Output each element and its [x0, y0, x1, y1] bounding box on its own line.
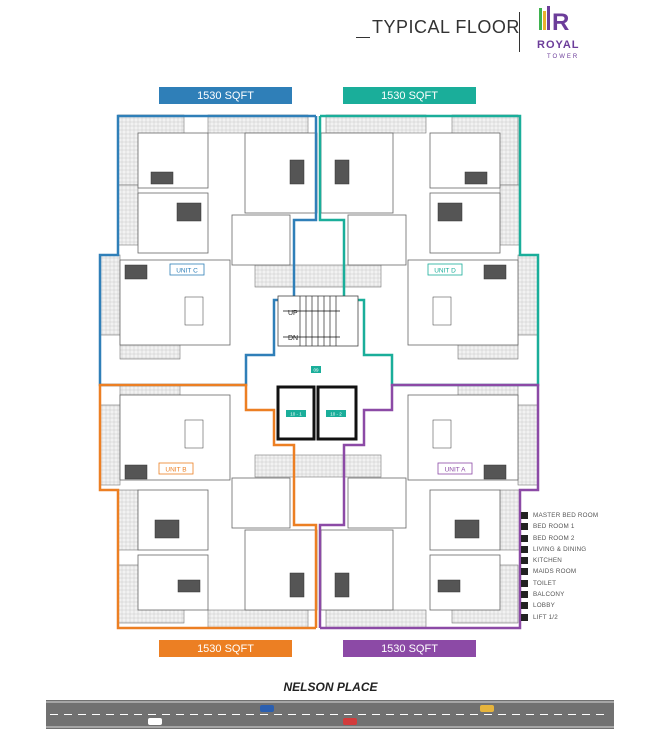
legend-swatch	[521, 545, 528, 553]
legend-item: BED ROOM 1	[521, 521, 598, 532]
legend-item: TOILET	[521, 578, 598, 589]
legend-label: LOBBY	[533, 602, 555, 610]
svg-text:TOWER: TOWER	[547, 54, 579, 60]
legend: MASTER BED ROOM BED ROOM 1 BED ROOM 2 LIVIN…	[521, 510, 598, 623]
unit-b-label: UNIT B	[165, 467, 186, 474]
legend-item: LOBBY	[521, 600, 598, 611]
legend-label: LIVING & DINING	[533, 545, 587, 553]
legend-swatch	[521, 523, 528, 531]
legend-item: MASTER BED ROOM	[521, 510, 598, 521]
furniture	[124, 159, 507, 598]
car-red	[343, 718, 357, 725]
unit-d-label: UNIT D	[434, 268, 456, 275]
legend-swatch	[521, 557, 528, 565]
core	[276, 385, 358, 441]
legend-label: BED ROOM 1	[533, 523, 575, 531]
unit-b-outline	[98, 383, 318, 630]
stair-up-label: UP	[288, 310, 298, 317]
legend-item: KITCHEN	[521, 555, 598, 566]
sqft-banner-bottom-left: 1530 SQFT	[159, 640, 292, 657]
unit-d-outline	[318, 114, 540, 387]
title-separator	[519, 12, 520, 52]
stair	[277, 295, 359, 347]
page-title: TYPICAL FLOOR	[372, 17, 520, 37]
legend-swatch	[521, 534, 528, 542]
legend-swatch	[521, 568, 528, 576]
legend-label: MAIDS ROOM	[533, 568, 577, 576]
legend-label: LIFT 1/2	[533, 613, 558, 621]
road-graphic	[46, 701, 614, 728]
legend-label: TOILET	[533, 579, 557, 587]
sqft-banner-top-left: 1530 SQFT	[159, 87, 292, 104]
legend-label: MASTER BED ROOM	[533, 512, 599, 519]
legend-swatch	[521, 602, 528, 610]
legend-label: BALCONY	[533, 591, 565, 599]
svg-text:ROYAL: ROYAL	[537, 39, 580, 51]
legend-item: MAIDS ROOM	[521, 566, 598, 577]
stair-dn-label: DN	[288, 335, 298, 342]
street-name: NELSON PLACE	[283, 680, 378, 694]
legend-swatch	[521, 579, 528, 587]
legend-item: LIVING & DINING	[521, 544, 598, 555]
unit-a-outline	[318, 383, 540, 630]
lobby-label: 09	[313, 368, 319, 373]
svg-text:R: R	[552, 9, 569, 36]
legend-label: KITCHEN	[533, 557, 563, 565]
unit-a-label: UNIT A	[445, 467, 466, 474]
legend-label: BED ROOM 2	[533, 534, 575, 542]
royal-tower-logo: R ROYAL TOWER	[537, 6, 580, 60]
title-rule	[356, 37, 370, 38]
sqft-banner-top-right: 1530 SQFT	[343, 87, 476, 104]
legend-swatch	[521, 512, 528, 519]
unit-c-label: UNIT C	[176, 268, 198, 275]
car-yellow	[480, 705, 494, 712]
unit-c-outline	[98, 114, 318, 387]
car-white	[148, 718, 162, 725]
legend-item: LIFT 1/2	[521, 612, 598, 623]
car-blue	[260, 705, 274, 712]
sqft-banner-bottom-right: 1530 SQFT	[343, 640, 476, 657]
legend-swatch	[521, 591, 528, 599]
lift-2-label: 10 - 2	[330, 412, 342, 417]
road	[46, 700, 614, 729]
legend-item: BALCONY	[521, 589, 598, 600]
legend-swatch	[521, 613, 528, 621]
lift-1-label: 10 - 1	[290, 412, 302, 417]
legend-item: BED ROOM 2	[521, 533, 598, 544]
